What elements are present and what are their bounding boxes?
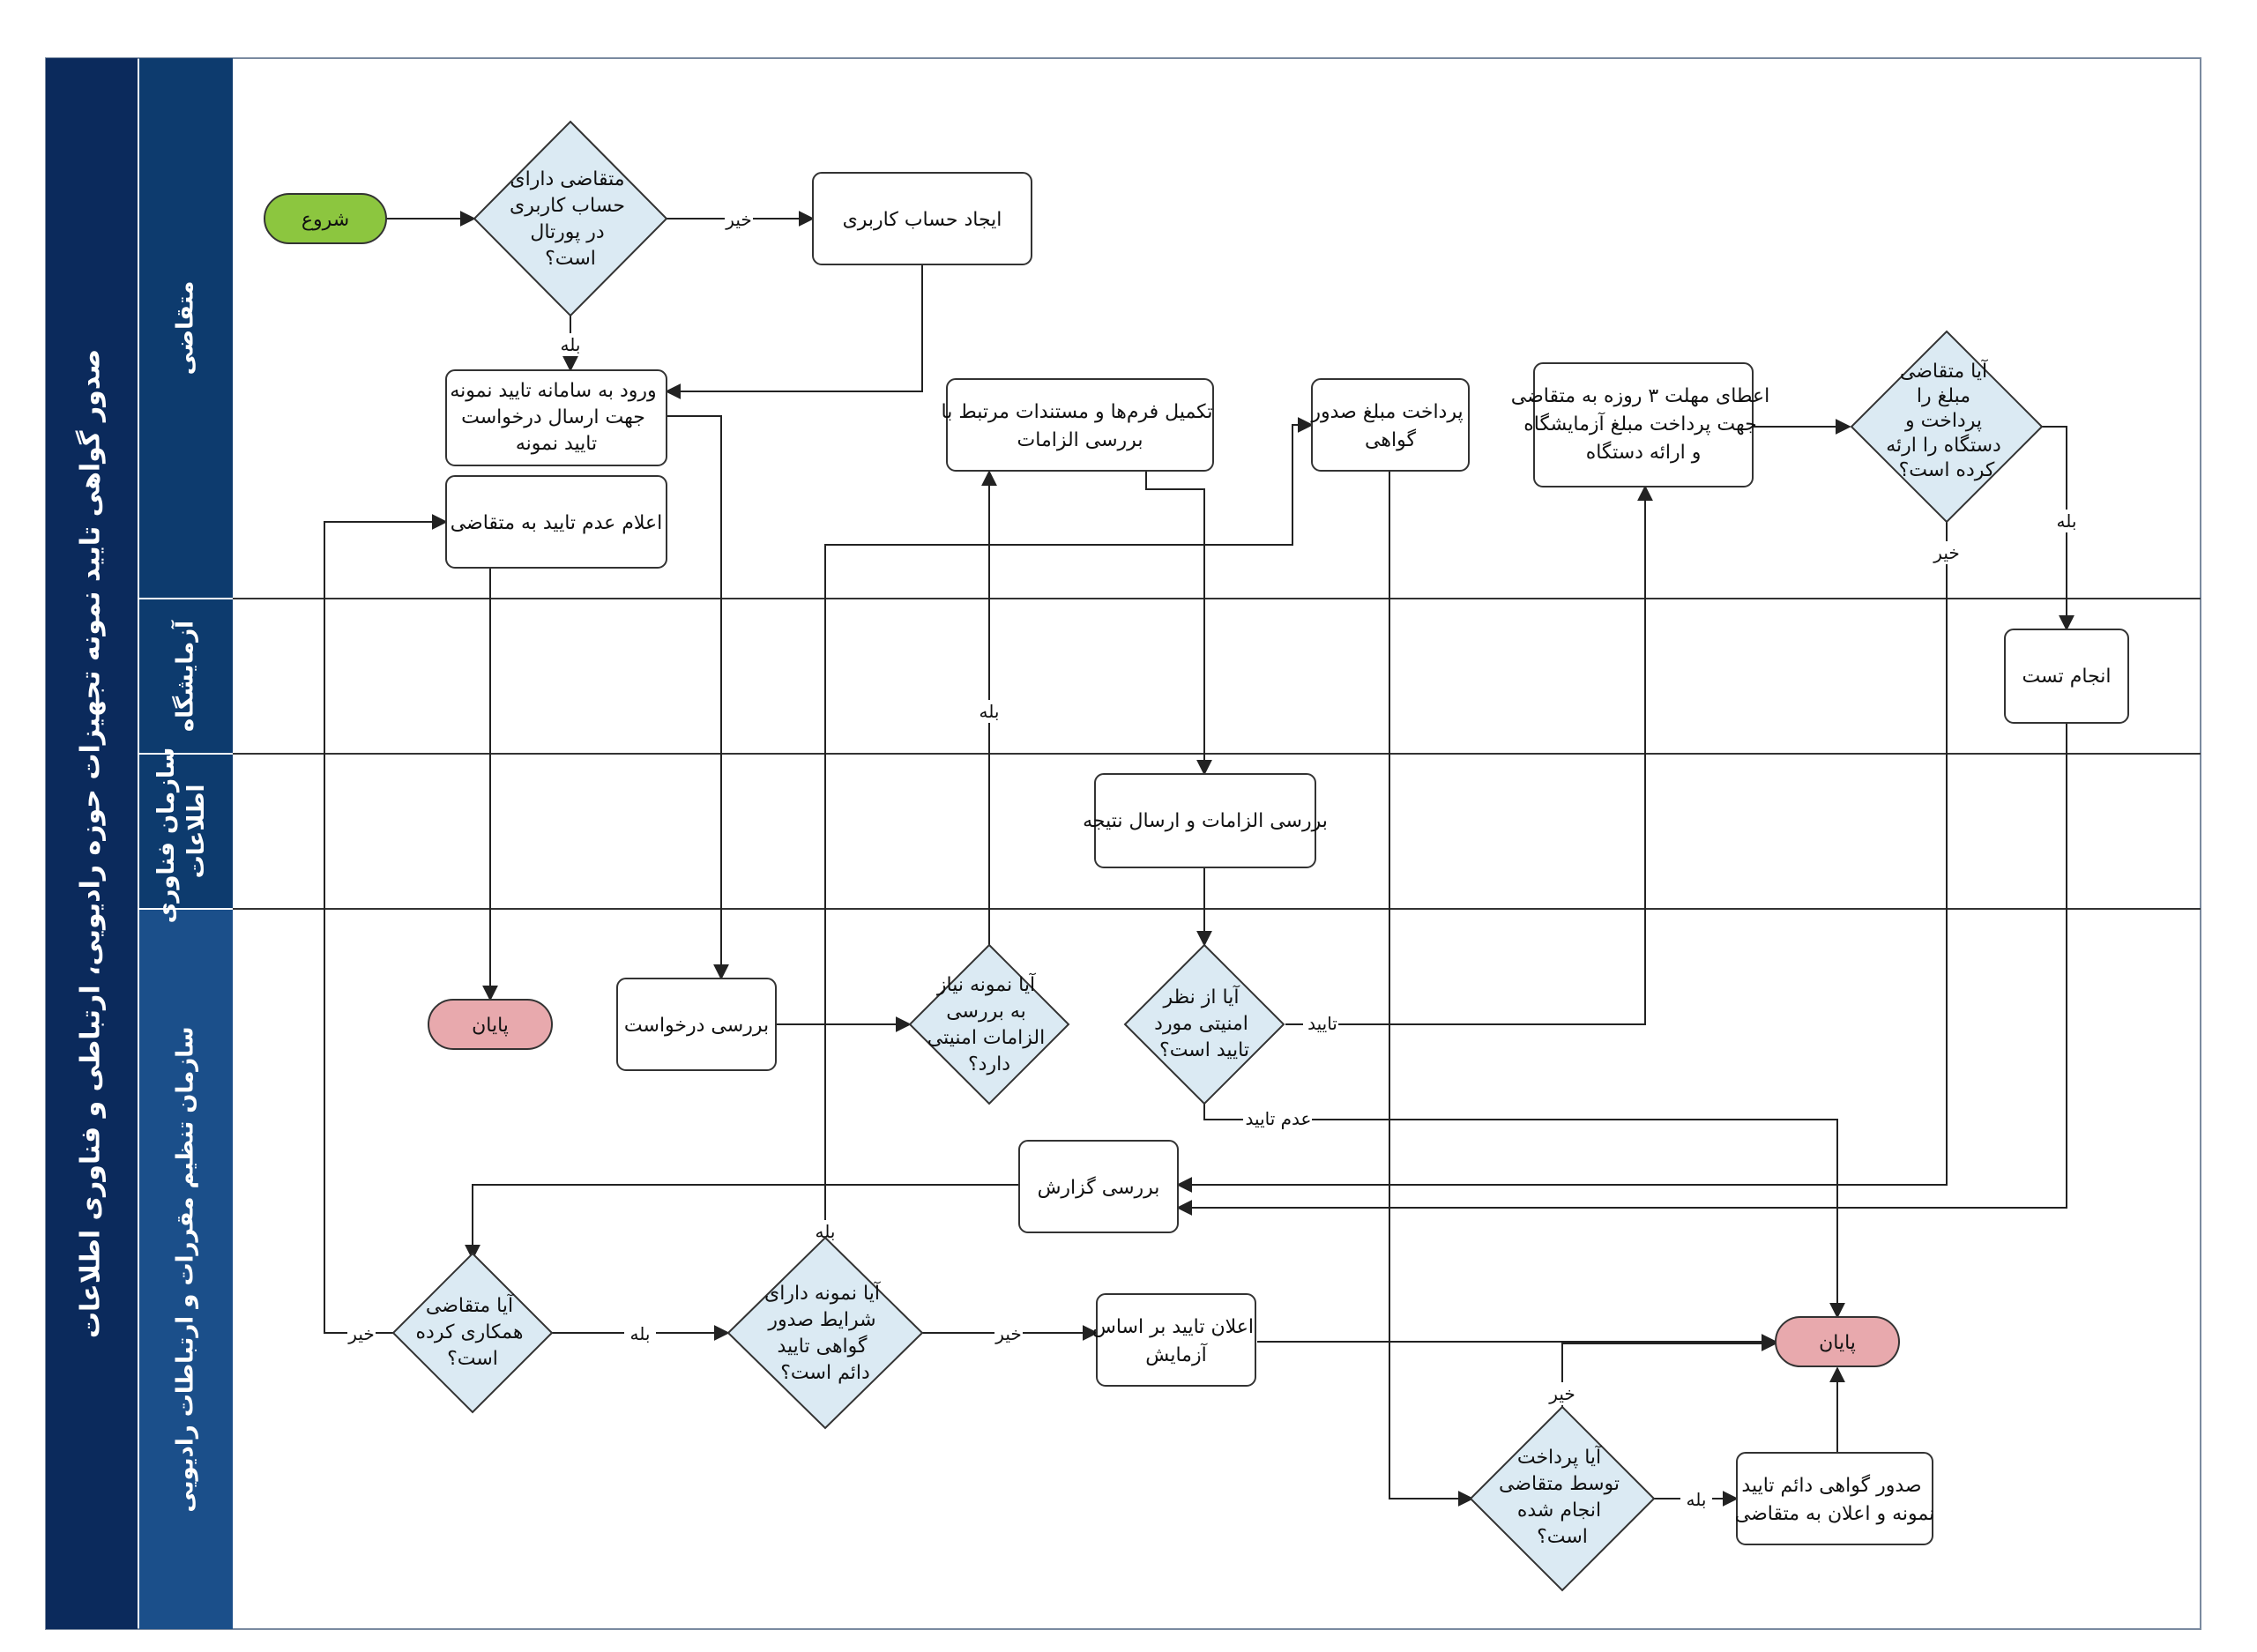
svg-text:انجام تست: انجام تست: [2022, 666, 2111, 688]
decision-needs-security: آیا نمونه نیاز به بررسی الزامات امنیتی د…: [908, 943, 1070, 1105]
svg-text:اعطای مهلت ۳ روزه به متقاضی: اعطای مهلت ۳ روزه به متقاضی جهت پرداخت م…: [1511, 385, 1776, 464]
svg-text:پایان: پایان: [472, 1015, 509, 1037]
process-pay-fee: پرداخت مبلغ صدور گواهی: [1310, 378, 1470, 472]
svg-text:پرداخت مبلغ صدور گواهی: پرداخت مبلغ صدور گواهی: [1310, 401, 1469, 451]
svg-text:پایان: پایان: [1819, 1332, 1856, 1354]
edge-label-yes: بله: [1687, 1489, 1707, 1510]
edge-label-approved: تایید: [1307, 1013, 1337, 1034]
lane-band-lab: [139, 599, 233, 753]
lane-label-lab: آزمایشگاه: [171, 620, 199, 732]
diagram-title: صدور گواهی تایید نمونه تجهیزات حوزه رادی…: [75, 349, 107, 1338]
svg-text:ورود به سامانه تایید نمونه: ورود به سامانه تایید نمونه جهت ارسال درخ…: [450, 380, 662, 455]
lane-label-ito-line1: سازمان فناوری: [153, 748, 180, 924]
edge-label-yes: بله: [561, 334, 581, 355]
svg-text:بررسی درخواست: بررسی درخواست: [624, 1015, 769, 1037]
edge-label-yes: بله: [2057, 510, 2077, 532]
svg-text:بررسی گزارش: بررسی گزارش: [1038, 1176, 1160, 1199]
start-terminal: شروع: [264, 193, 387, 244]
end-terminal: پایان: [428, 999, 553, 1050]
lane-band-ito: [139, 755, 233, 908]
edge-label-yes: بله: [816, 1221, 836, 1242]
svg-text:اعلان تایید بر اساس آزما: اعلان تایید بر اساس آزمایش: [1092, 1316, 1260, 1366]
lane-label-applicant: متقاضی: [173, 281, 199, 376]
process-issue-permanent: صدور گواهی دائم تایید نمونه و اعلان به م…: [1735, 1452, 1934, 1545]
svg-text:آیا نمونه دارای شرایط صد: آیا نمونه دارای شرایط صدور گواهی تایید د…: [764, 1281, 886, 1384]
lane-band-applicant: [139, 58, 233, 598]
decision-paid-cert: آیا پرداخت توسط متقاضی انجام شده است؟: [1469, 1405, 1656, 1592]
edge-label-no: خیر: [1933, 542, 1959, 563]
decision-security-ok: آیا از نظر امنیتی مورد تایید است؟: [1123, 943, 1285, 1105]
decision-cooperated: آیا متقاضی همکاری کرده است؟: [391, 1252, 554, 1414]
svg-text:متقاضی دارای حساب کاربری: متقاضی دارای حساب کاربری در پورتال است؟: [510, 168, 631, 270]
process-check-requirements: بررسی الزامات و ارسال نتیجه: [1083, 773, 1328, 868]
process-review-report: بررسی گزارش: [1018, 1140, 1179, 1233]
process-notify-reject: اعلام عدم تایید به متقاضی: [445, 475, 667, 569]
decision-permanent-eligible: آیا نمونه دارای شرایط صدور گواهی تایید د…: [726, 1236, 924, 1430]
lane-band-cra: [139, 910, 233, 1629]
svg-text:بررسی الزامات و ارسال نتیجه: بررسی الزامات و ارسال نتیجه: [1083, 810, 1328, 832]
svg-text:آیا پرداخت توسط متقاضی: آیا پرداخت توسط متقاضی انجام شده است؟: [1499, 1445, 1626, 1548]
edge-labels: خیر بله بله تایید عدم تایید بله خیر خیر …: [347, 208, 2082, 1511]
svg-text:آیا متقاضی مبلغ را: آیا متقاضی مبلغ را پرداخت و دستگاه را ار…: [1886, 359, 2007, 481]
edge-label-no: خیر: [347, 1323, 374, 1344]
svg-text:ایجاد حساب کاربری: ایجاد حساب کاربری: [843, 209, 1002, 231]
process-login: ورود به سامانه تایید نمونه جهت ارسال درخ…: [445, 369, 667, 466]
svg-text:صدور گواهی دائم تایید نم: صدور گواهی دائم تایید نمونه و اعلان به م…: [1735, 1474, 1934, 1525]
process-complete-forms: تکمیل فرم‌ها و مستندات مرتبط با بررسی ال…: [942, 378, 1219, 472]
process-create-account: ایجاد حساب کاربری: [812, 172, 1032, 265]
process-run-test: انجام تست: [2004, 629, 2129, 724]
process-announce-test: اعلان تایید بر اساس آزمایش: [1092, 1293, 1260, 1387]
svg-text:اعلام عدم تایید به متقاضی: اعلام عدم تایید به متقاضی: [451, 512, 663, 534]
svg-text:آیا از نظر امنیتی مورد: آیا از نظر امنیتی مورد تایید است؟: [1154, 985, 1255, 1061]
title-band: [46, 58, 138, 1629]
svg-text:تکمیل فرم‌ها و مستندات مرتبط ب: تکمیل فرم‌ها و مستندات مرتبط با بررسی ال…: [942, 401, 1219, 451]
edge-label-no: خیر: [725, 209, 751, 230]
decision-has-account: متقاضی دارای حساب کاربری در پورتال است؟: [473, 120, 668, 317]
lane-label-ito-line2: اطلاعات: [183, 785, 210, 879]
process-grant-deadline: اعطای مهلت ۳ روزه به متقاضی جهت پرداخت م…: [1511, 362, 1776, 487]
end-terminal: پایان: [1775, 1316, 1900, 1367]
svg-text:شروع: شروع: [302, 209, 349, 231]
svg-text:آیا نمونه نیاز به بررسی: آیا نمونه نیاز به بررسی الزامات امنیتی د…: [927, 972, 1051, 1075]
edge-label-not-approved: عدم تایید: [1246, 1108, 1312, 1129]
lane-label-cra: سازمان تنظیم مقررات و ارتباطات رادیویی: [173, 1026, 199, 1512]
edge-label-yes: بله: [980, 701, 1000, 722]
edge-label-no: خیر: [1548, 1383, 1575, 1404]
edge-label-no: خیر: [994, 1323, 1021, 1344]
process-review-request: بررسی درخواست: [616, 978, 777, 1071]
lane-label-ito: سازمان فناوری اطلاعات: [153, 740, 210, 924]
svg-text:آیا متقاضی همکاری کرده: آیا متقاضی همکاری کرده است؟: [416, 1293, 530, 1370]
edge-label-yes: بله: [630, 1323, 651, 1344]
decision-paid-lab: آیا متقاضی مبلغ را پرداخت و دستگاه را ار…: [1850, 330, 2044, 524]
